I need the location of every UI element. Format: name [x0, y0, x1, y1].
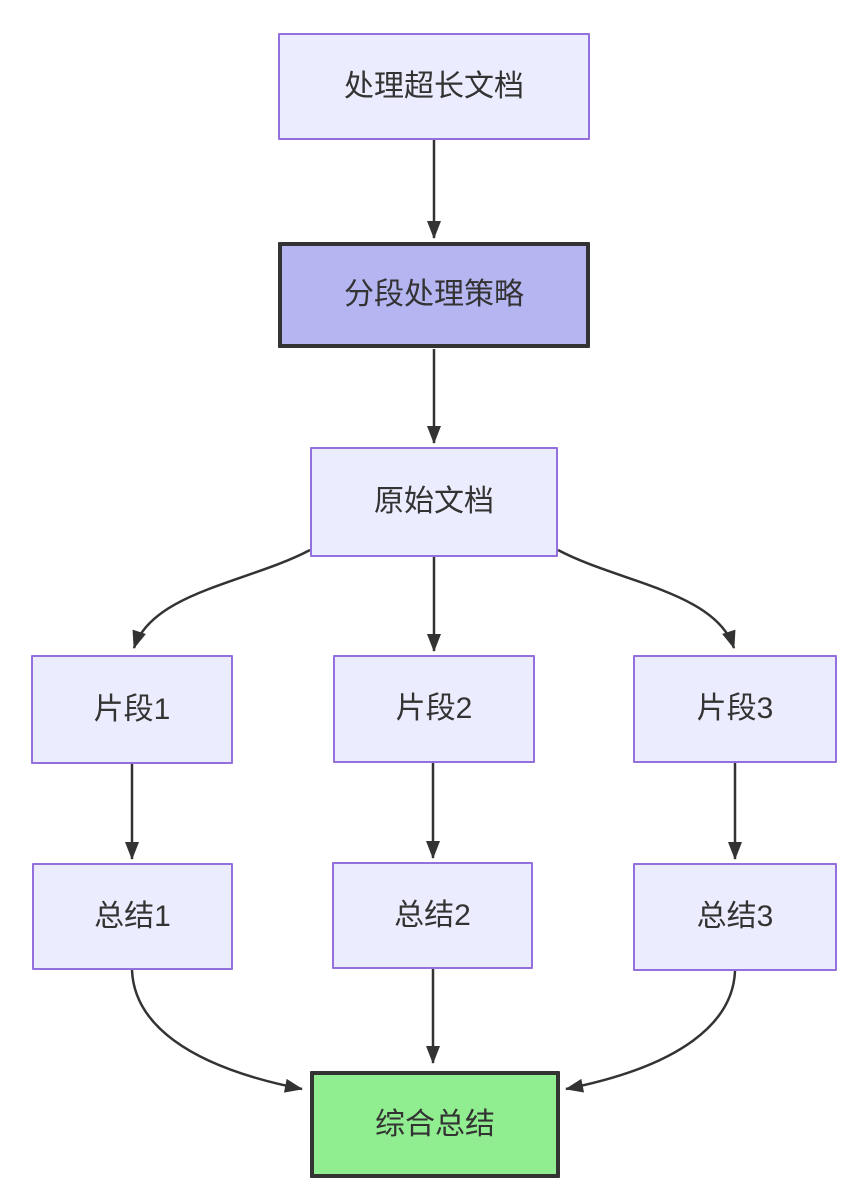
- node-label: 综合总结: [375, 1107, 495, 1141]
- node-combined-summary: 综合总结: [310, 1071, 560, 1178]
- node-label: 处理超长文档: [344, 69, 524, 103]
- node-label: 片段1: [93, 692, 171, 726]
- node-label: 总结3: [696, 900, 774, 933]
- node-label: 总结1: [94, 899, 171, 933]
- node-original-document: 原始文档: [310, 447, 558, 557]
- node-label: 总结2: [394, 898, 471, 932]
- node-segmentation-strategy: 分段处理策略: [278, 242, 590, 348]
- node-label: 原始文档: [374, 485, 494, 518]
- node-label: 分段处理策略: [344, 278, 524, 311]
- node-process-long-doc: 处理超长文档: [278, 33, 590, 140]
- edge-e1-f: [130, 969, 303, 1093]
- edge-c-d1: [132, 548, 311, 649]
- node-fragment-3: 片段3: [633, 655, 837, 763]
- node-summary-2: 总结2: [332, 862, 533, 969]
- node-summary-1: 总结1: [32, 863, 233, 970]
- node-summary-3: 总结3: [633, 863, 837, 971]
- edge-e3-f: [565, 970, 737, 1093]
- node-label: 片段2: [395, 692, 473, 725]
- edge-c-d3: [557, 548, 736, 649]
- node-fragment-1: 片段1: [31, 655, 233, 764]
- node-fragment-2: 片段2: [333, 655, 535, 763]
- node-label: 片段3: [696, 692, 774, 725]
